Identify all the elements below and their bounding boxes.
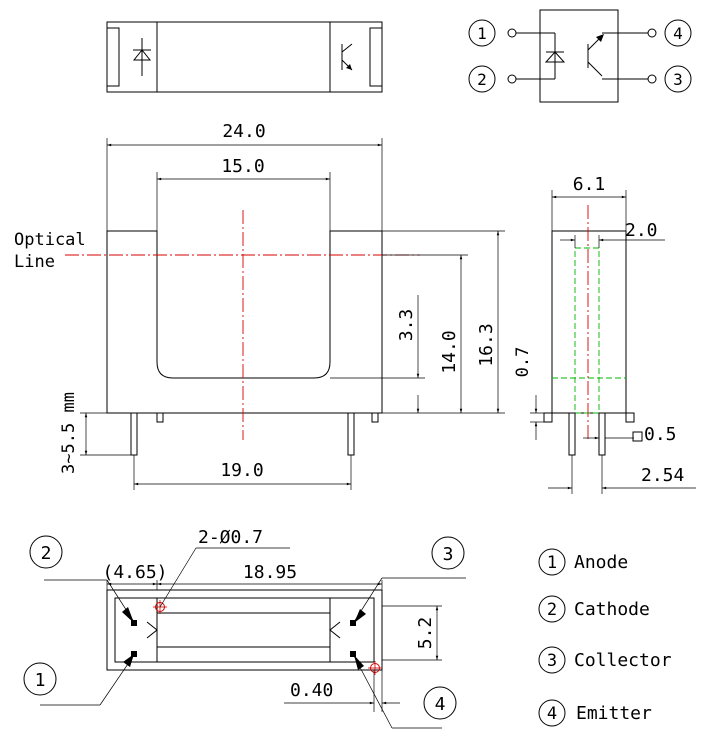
callout-pin2-number: 2 xyxy=(41,543,52,564)
dim-slot-width: 15.0 xyxy=(221,156,264,177)
bottom-view: 2-Ø0.7 (4.65) 18.95 5.2 0.40 2 3 1 xyxy=(23,527,466,729)
legend-label-cathode: Cathode xyxy=(574,599,650,620)
dim-total-height: 16.3 xyxy=(476,323,497,366)
dim-lead-size: 0.5 xyxy=(644,424,677,445)
dim-lead-pitch: 19.0 xyxy=(220,460,263,481)
callout-pin3 xyxy=(431,536,465,570)
legend-num-3: 3 xyxy=(547,651,557,671)
dim-offset: 0.7 xyxy=(513,347,533,378)
front-view: 24.0 15.0 Optical Line 3.3 14.0 16.3 3~5… xyxy=(14,121,505,490)
dim-side-width: 6.1 xyxy=(573,174,606,195)
phototransistor-icon xyxy=(341,43,353,71)
dim-slot-depth: 3.3 xyxy=(396,309,417,342)
pin1-circle xyxy=(468,19,496,47)
callout-pin1-number: 1 xyxy=(35,670,46,691)
legend-item-cathode: 2 Cathode xyxy=(538,595,650,623)
pin4-number: 4 xyxy=(673,24,683,43)
callout-pin1 xyxy=(23,662,57,696)
legend-item-anode: 1 Anode xyxy=(538,548,628,576)
dim-lead-length: 3~5.5 mm xyxy=(59,392,79,474)
optical-line-label-2: Line xyxy=(14,252,55,272)
optical-line-label-1: Optical xyxy=(14,230,86,250)
pin2-number: 2 xyxy=(477,70,487,89)
callout-pin3-number: 3 xyxy=(443,544,454,565)
legend-num-4: 4 xyxy=(547,704,557,724)
callout-pin4-number: 4 xyxy=(435,694,446,715)
callout-pin4 xyxy=(423,686,457,720)
dim-pitch-bottom: 18.95 xyxy=(243,562,297,583)
legend-label-collector: Collector xyxy=(574,650,672,671)
dim-body-height: 14.0 xyxy=(439,330,460,373)
callout-pin2 xyxy=(29,535,63,569)
dim-slot-gap: 2.0 xyxy=(625,220,658,241)
pin3-number: 3 xyxy=(673,70,683,89)
dim-lead-pitch-side: 2.54 xyxy=(641,465,684,486)
top-view xyxy=(106,21,383,93)
legend-item-emitter: 4 Emitter xyxy=(538,699,652,727)
pin4-circle xyxy=(664,19,692,47)
pin2-circle xyxy=(468,65,496,93)
dim-hole-spec: 2-Ø0.7 xyxy=(198,527,263,548)
dim-overall-width: 24.0 xyxy=(222,121,265,142)
pin-legend: 1 Anode 2 Cathode 3 Collector 4 Emitter xyxy=(538,548,672,727)
dim-height-bottom: 5.2 xyxy=(415,617,436,650)
pin3-circle xyxy=(664,65,692,93)
diode-icon xyxy=(132,38,152,76)
legend-num-1: 1 xyxy=(547,553,557,573)
side-view: 6.1 2.0 0.7 0.5 2.54 xyxy=(513,174,696,494)
dim-wall: 0.40 xyxy=(290,680,333,701)
pin1-number: 1 xyxy=(477,24,487,43)
legend-label-emitter: Emitter xyxy=(576,703,652,724)
legend-label-anode: Anode xyxy=(574,552,628,573)
legend-item-collector: 3 Collector xyxy=(538,646,672,674)
schematic: 1 2 4 3 xyxy=(468,9,692,103)
dim-offset-bottom: (4.65) xyxy=(102,562,167,583)
legend-num-2: 2 xyxy=(547,600,557,620)
